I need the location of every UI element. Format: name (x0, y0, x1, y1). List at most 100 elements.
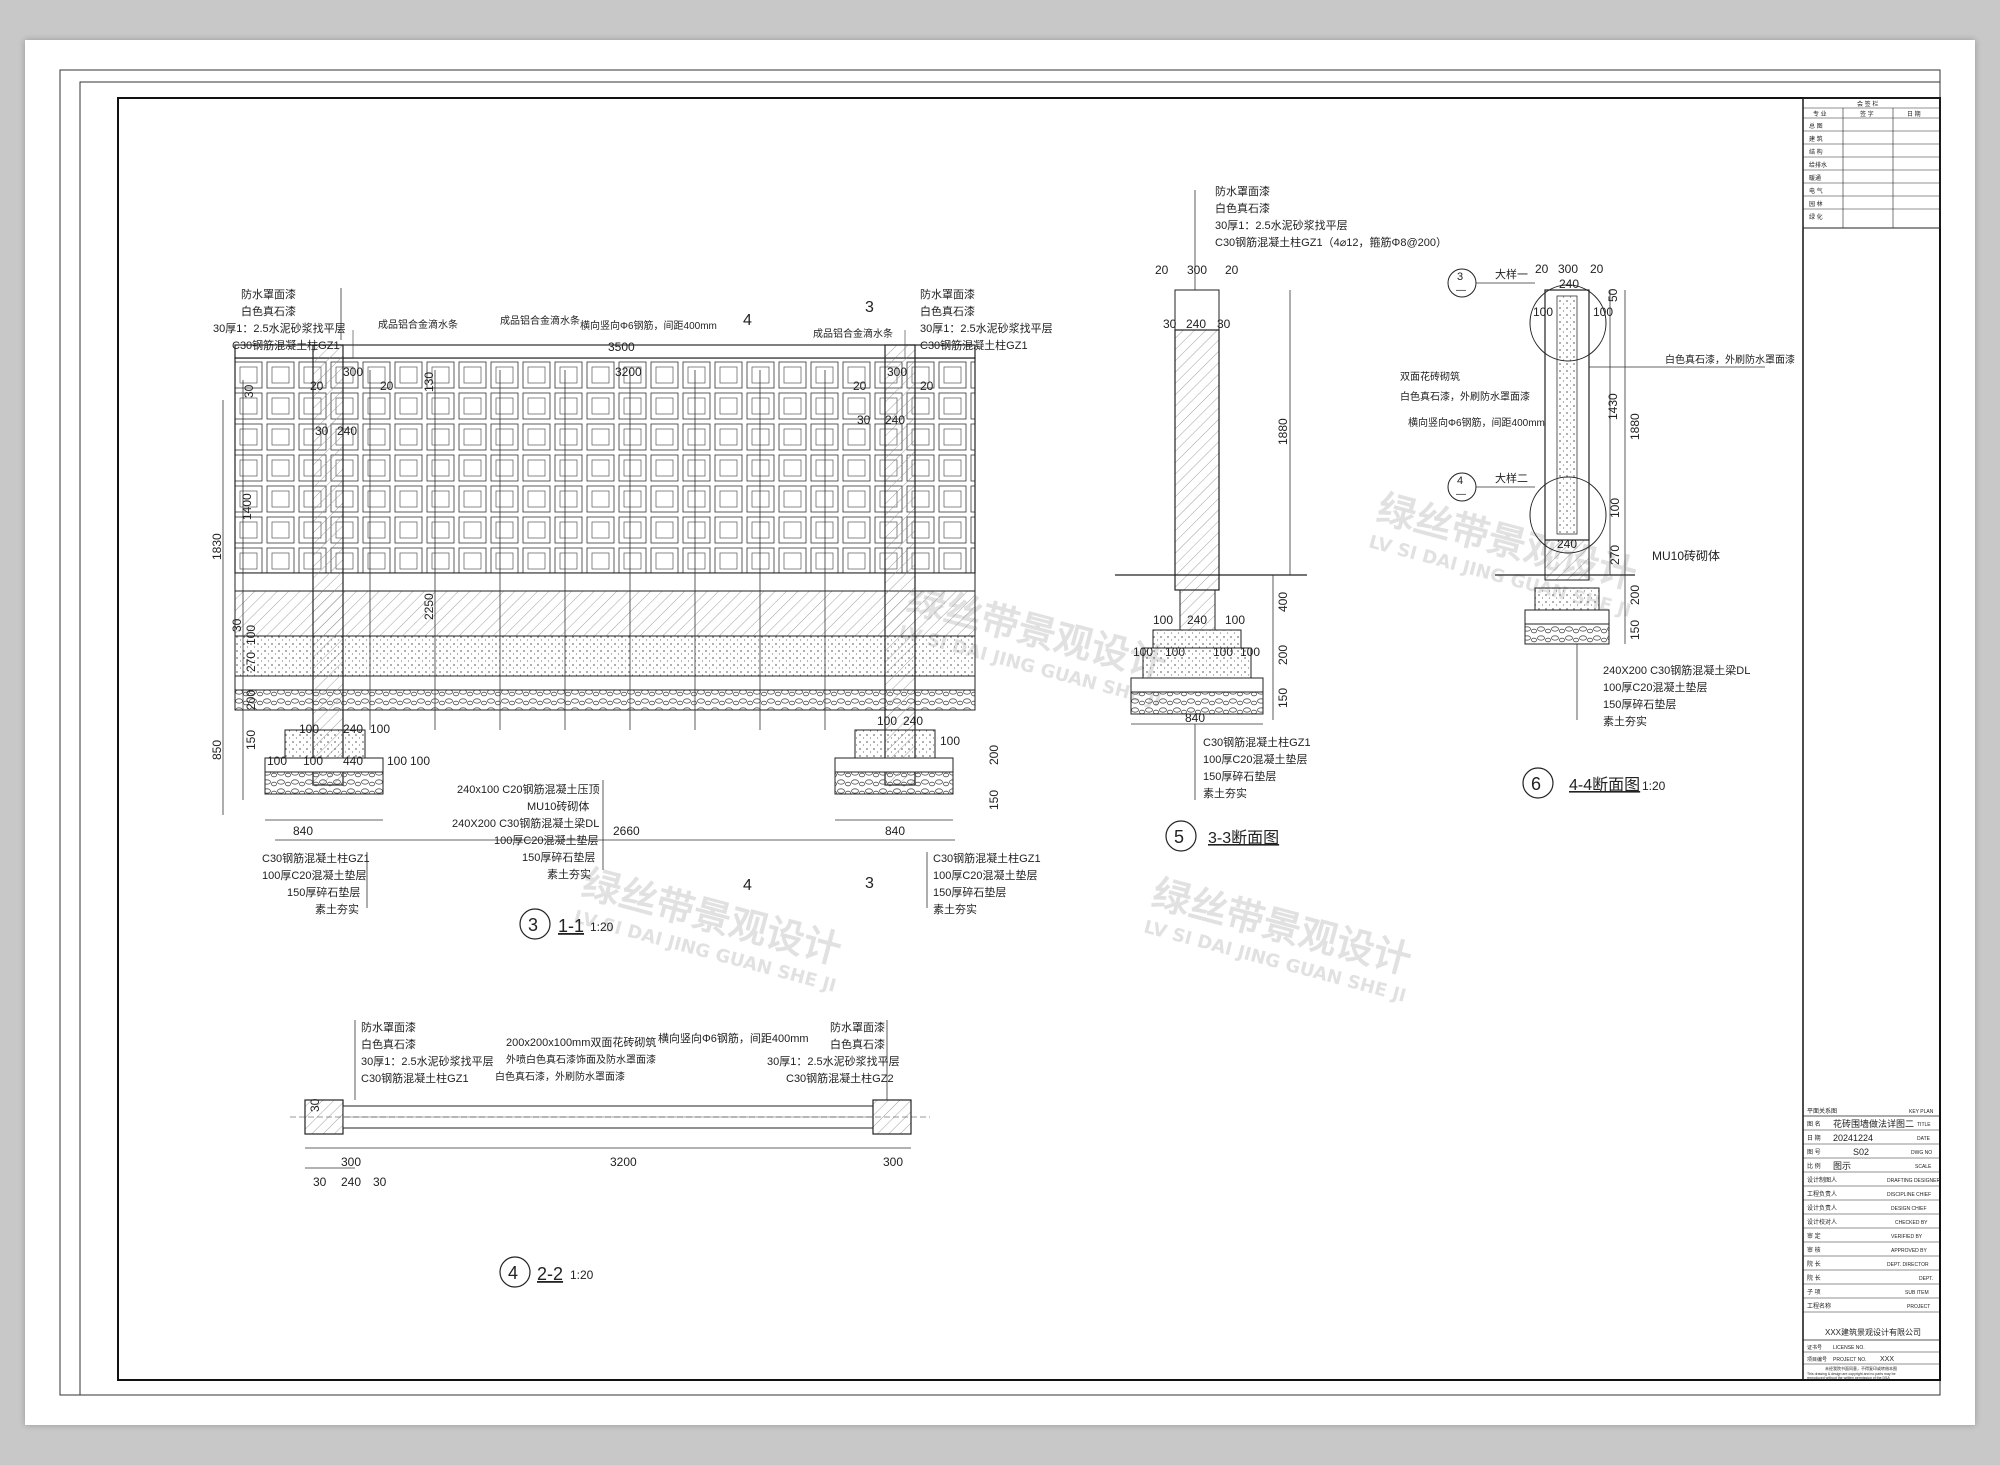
label-v2-mortar-r: 30厚1：2.5水泥砂浆找平层 (767, 1054, 900, 1068)
dim-v4-300: 300 (1558, 262, 1578, 276)
row-title-value: 花砖围墙做法详图二 (1833, 1118, 1914, 1129)
cad-drawing: 绿丝带景观设计 LV SI DAI JING GUAN SHE JI 绿丝带景观… (59, 69, 1941, 1396)
section-mark-3-top: 3 (865, 299, 874, 316)
dim-2660: 2660 (613, 824, 640, 838)
label-v3-white-stone: 白色真石漆 (1215, 201, 1270, 215)
view-4-scale: 1:20 (1642, 779, 1666, 793)
dim-v4-100-v: 100 (1608, 498, 1622, 518)
dim-300-r: 300 (887, 365, 907, 379)
label-mortar: 30厚1：2.5水泥砂浆找平层 (213, 321, 346, 335)
notice-en-1: This drawing & design are copyright and … (1807, 1372, 1896, 1376)
row-title-label: 图 名 (1807, 1120, 1821, 1128)
label-v2-mortar: 30厚1：2.5水泥砂浆找平层 (361, 1054, 494, 1068)
view-2-number: 4 (508, 1263, 518, 1283)
dim-v4-50: 50 (1606, 288, 1620, 302)
label-v2-rebar: 横向竖向Φ6钢筋，间距400mm (658, 1031, 809, 1045)
sign-row-6: 电 气 (1809, 187, 1823, 195)
dim-v2-30-v: 30 (308, 1098, 322, 1112)
dim-v3-400: 400 (1276, 592, 1290, 612)
label-rebar: 横向竖向Φ6钢筋，间距400mm (580, 319, 717, 332)
dim-240-l: 240 (337, 424, 357, 438)
dim-270-v: 270 (244, 652, 258, 672)
label-gravel-bl: 150厚碎石垫层 (287, 885, 360, 899)
label-v2-brick200: 200x200x100mm双面花砖砌筑 (506, 1035, 656, 1049)
dim-v4-100-l: 100 (1533, 305, 1553, 319)
dim-v3-30-r: 30 (1217, 317, 1231, 331)
view-2-scale: 1:20 (570, 1268, 594, 1282)
row-r11-en: DEPT. DIRECTOR (1887, 1262, 1929, 1268)
notice-en-2: reproduced without the written permissio… (1807, 1376, 1890, 1380)
dim-200-r: 200 (987, 745, 1001, 765)
drawing-sheet: 绿丝带景观设计 LV SI DAI JING GUAN SHE JI 绿丝带景观… (25, 40, 1975, 1425)
dim-v2-300-r: 300 (883, 1155, 903, 1169)
proj-label-en: PROJECT NO. (1833, 1357, 1867, 1363)
row-scale-en: SCALE (1915, 1164, 1932, 1170)
dim-v2-300-l: 300 (341, 1155, 361, 1169)
label-v3-mortar: 30厚1：2.5水泥砂浆找平层 (1215, 218, 1348, 232)
dim-30-v1: 30 (242, 384, 256, 398)
dim-440: 440 (343, 754, 363, 768)
dim-v3-240: 240 (1186, 317, 1206, 331)
label-white-stone-r: 白色真石漆 (920, 304, 975, 318)
label-gz1-r: C30钢筋混凝土柱GZ1 (920, 338, 1028, 352)
sign-header: 会 签 栏 (1857, 100, 1878, 108)
label-v2-white-stone: 白色真石漆 (361, 1037, 416, 1051)
label-v3-c20: 100厚C20混凝土垫层 (1203, 752, 1308, 766)
label-v4-stone-wp: 白色真石漆，外刷防水罩面漆 (1400, 390, 1530, 403)
label-c20-br: 100厚C20混凝土垫层 (933, 868, 1038, 882)
label-v4-gravel: 150厚碎石垫层 (1603, 697, 1676, 711)
label-v2-spray: 外喷白色真石漆饰面及防水罩面漆 (506, 1053, 656, 1066)
dim-v3-100-e: 100 (1213, 645, 1233, 659)
sign-row-3: 结 构 (1809, 148, 1823, 156)
row-r9-en: VERIFIED BY (1891, 1234, 1923, 1240)
row-title-en: TITLE (1917, 1122, 1931, 1128)
dim-240-bl: 240 (343, 722, 363, 736)
dim-2250: 2250 (422, 593, 436, 620)
row-r9-label: 审 定 (1807, 1232, 1821, 1240)
label-beam-100: 240x100 C20钢筋混凝土压顶 (457, 782, 599, 796)
detail-2-number: 4 (1457, 475, 1463, 487)
row-r8-en: CHECKED BY (1895, 1220, 1928, 1226)
sign-col-1: 专 业 (1813, 110, 1827, 118)
view-4-4-section (1495, 284, 1635, 720)
watermark-4: 绿丝带景观设计 LV SI DAI JING GUAN SHE JI (1366, 486, 1641, 622)
label-waterproof: 防水罩面漆 (241, 287, 296, 301)
view-1-1-labels: 防水罩面漆 白色真石漆 30厚1：2.5水泥砂浆找平层 C30钢筋混凝土柱GZ1… (210, 287, 1053, 940)
label-v2-waterproof-r: 防水罩面漆 (830, 1020, 885, 1034)
label-v3-gz1-full: C30钢筋混凝土柱GZ1（4⌀12，箍筋Φ8@200） (1215, 235, 1447, 249)
dim-100-b2: 100 (303, 754, 323, 768)
dim-100-bl2: 100 (370, 722, 390, 736)
notice-cn: 未经我院书面同意，不得复印或转借本图 (1825, 1365, 1897, 1371)
watermark-3: 绿丝带景观设计 LV SI DAI JING GUAN SHE JI (1141, 871, 1416, 1007)
dim-150-r: 150 (987, 790, 1001, 810)
row-dwgno-label: 图 号 (1807, 1149, 1821, 1156)
view-3-number: 5 (1174, 827, 1184, 847)
row-dwgno-en: DWG NO (1911, 1150, 1932, 1156)
dim-v4-1430: 1430 (1606, 393, 1620, 420)
label-white-stone: 白色真石漆 (241, 304, 296, 318)
view-4-number: 6 (1531, 774, 1541, 794)
dim-v3-100-f: 100 (1240, 645, 1260, 659)
dim-30-v2: 30 (230, 618, 244, 632)
dim-v3-20-l: 20 (1155, 263, 1169, 277)
row-r5-label: 设计制图人 (1807, 1176, 1837, 1184)
label-gz1-bl: C30钢筋混凝土柱GZ1 (262, 851, 370, 865)
dim-30-r: 30 (857, 413, 871, 427)
label-v2-waterproof: 防水罩面漆 (361, 1020, 416, 1034)
dim-200-v: 200 (244, 690, 258, 710)
label-mu10: MU10砖砌体 (527, 799, 589, 813)
label-v3-gravel: 150厚碎石垫层 (1203, 769, 1276, 783)
label-mortar-r: 30厚1：2.5水泥砂浆找平层 (920, 321, 1053, 335)
dim-850: 850 (210, 740, 224, 760)
dim-v4-20-l: 20 (1535, 262, 1549, 276)
dim-1400: 1400 (240, 493, 254, 520)
dim-v2-240: 240 (341, 1175, 361, 1189)
dim-v3-30-l: 30 (1163, 317, 1177, 331)
sign-row-8: 绿 化 (1809, 213, 1823, 221)
label-v4-stone-wp-r: 白色真石漆，外刷防水罩面漆 (1665, 353, 1795, 366)
label-gz1: C30钢筋混凝土柱GZ1 (232, 338, 340, 352)
detail-1-number: 3 (1457, 271, 1463, 283)
label-soil-mid: 素土夯实 (547, 867, 591, 881)
label-v4-beam-dl: 240X200 C30钢筋混凝土梁DL (1603, 663, 1750, 677)
dim-v4-100-r: 100 (1593, 305, 1613, 319)
